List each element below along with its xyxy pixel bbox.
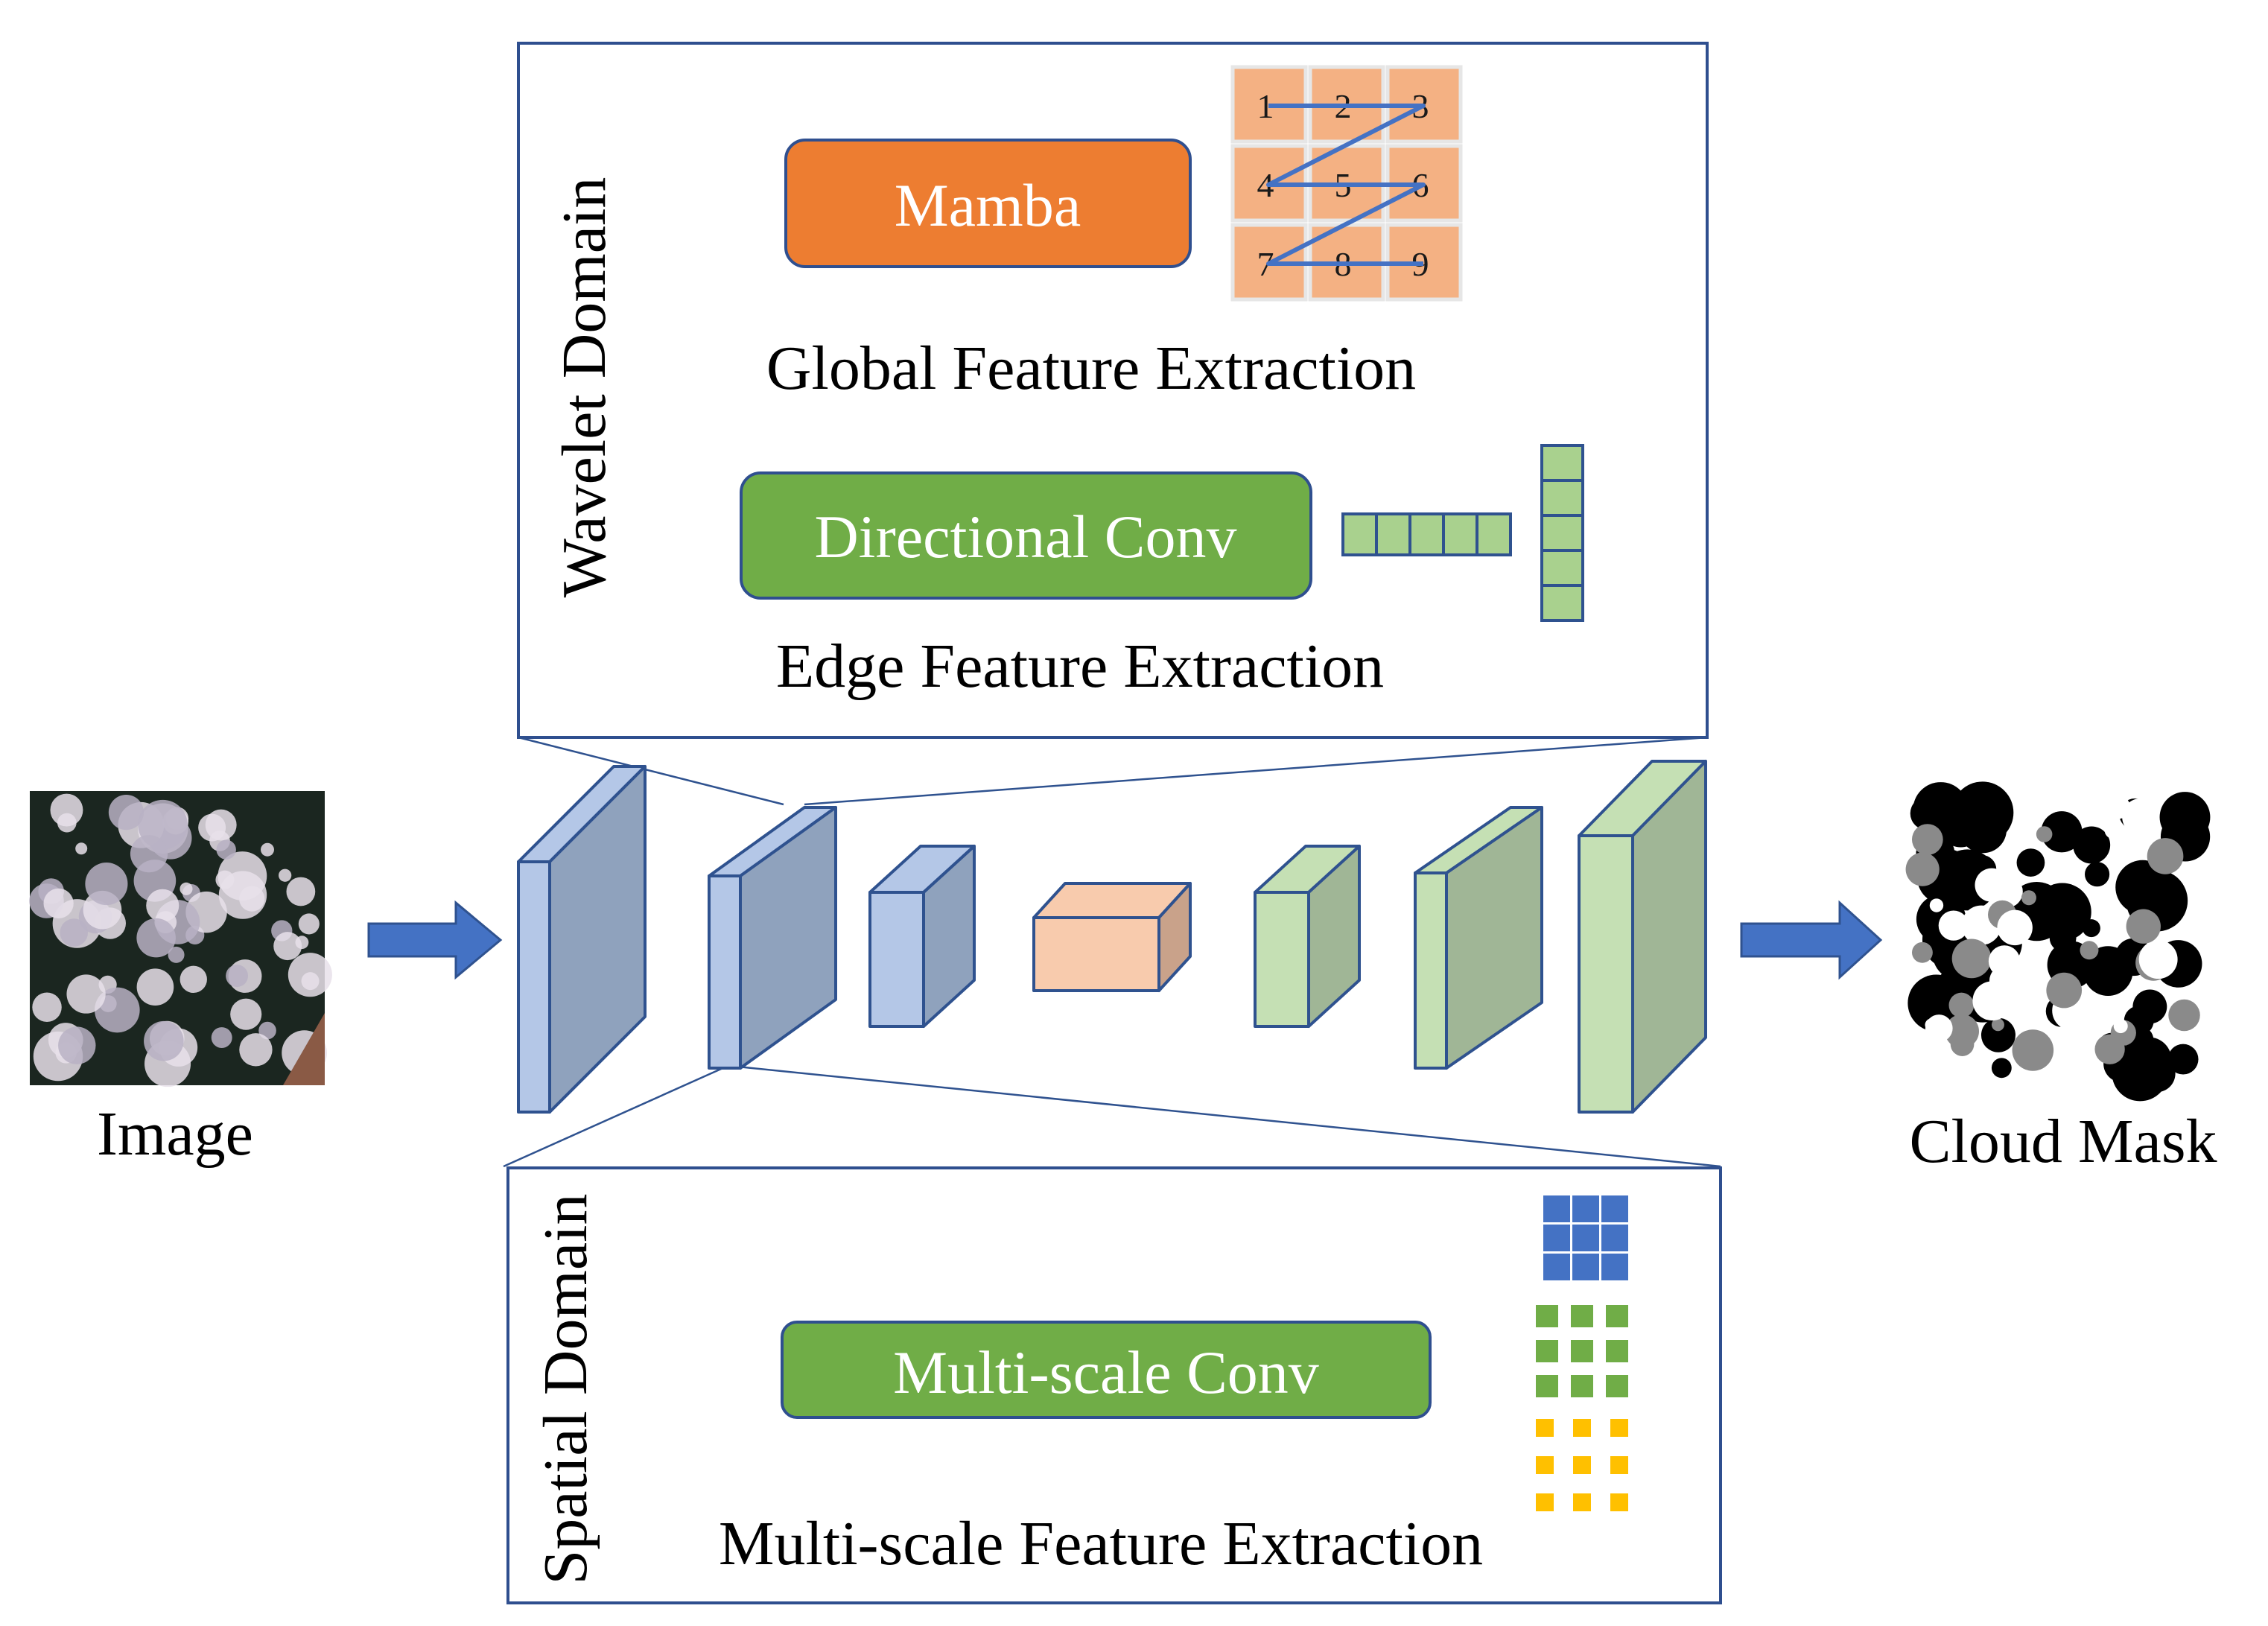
- scan-number: 4: [1257, 166, 1274, 204]
- kernel-cell: [1540, 444, 1584, 482]
- edge-feature-caption: Edge Feature Extraction: [776, 632, 1384, 701]
- kernel-dilated-cell: [1606, 1305, 1628, 1327]
- multiscale-kernels: [1536, 1195, 1628, 1511]
- kernel-dense-cell: [1543, 1254, 1570, 1280]
- kernel-dilated-cell: [1536, 1375, 1558, 1397]
- kernel-dilated-cell: [1536, 1340, 1558, 1362]
- kernel-cell: [1476, 512, 1512, 556]
- mamba-block: [784, 139, 1192, 268]
- kernel-dilated-cell: [1573, 1456, 1591, 1474]
- kernel-dilated-cell: [1606, 1375, 1628, 1397]
- kernel-cell: [1341, 512, 1378, 556]
- multiscale-conv-label: Multi-scale Conv: [893, 1338, 1319, 1406]
- kernel-dilated-cell: [1536, 1456, 1554, 1474]
- feature-block: [708, 806, 837, 1070]
- cloud-mask-image: [1903, 781, 2211, 1102]
- feature-block: [1414, 806, 1543, 1070]
- feature-block: [517, 765, 647, 1114]
- kernel-dilated-cell: [1573, 1493, 1591, 1511]
- kernel-dilated-cell: [1573, 1419, 1591, 1437]
- block-front: [708, 874, 742, 1070]
- block-front: [517, 860, 551, 1114]
- vertical-kernel: [1540, 444, 1584, 622]
- global-feature-caption: Global Feature Extraction: [766, 334, 1416, 403]
- kernel-dense-cell: [1543, 1195, 1570, 1222]
- kernel-cell: [1375, 512, 1411, 556]
- feature-block: [1032, 882, 1192, 992]
- kernel-dilated-cell: [1571, 1375, 1593, 1397]
- kernel-dilated-cell: [1536, 1305, 1558, 1327]
- encoder-decoder: [517, 760, 1707, 1114]
- block-front: [1254, 891, 1310, 1028]
- output-arrow: [1740, 900, 1883, 980]
- kernel-cell: [1408, 512, 1445, 556]
- block-front: [868, 891, 925, 1028]
- kernel-cell: [1540, 514, 1584, 552]
- block-front: [1032, 916, 1160, 992]
- output-label: Cloud Mask: [1909, 1107, 2217, 1176]
- directional-conv-block: [740, 471, 1312, 600]
- feature-block: [1578, 760, 1707, 1114]
- kernel-cell: [1540, 549, 1584, 587]
- feature-block: [1254, 845, 1361, 1028]
- block-front: [1578, 834, 1634, 1114]
- scan-path: [1266, 104, 1426, 266]
- kernel-dense-cell: [1601, 1195, 1628, 1222]
- kernel-dense-cell: [1572, 1254, 1599, 1280]
- kernel-dense-cell: [1543, 1225, 1570, 1251]
- scan-number: 7: [1257, 245, 1274, 283]
- kernel-cell: [1540, 584, 1584, 622]
- multiscale-feature-caption: Multi-scale Feature Extraction: [719, 1509, 1483, 1578]
- scan-number: 1: [1257, 87, 1274, 125]
- kernel-dilated-cell: [1610, 1493, 1628, 1511]
- multiscale-conv-block: [781, 1321, 1432, 1419]
- kernel-dilated-cell: [1571, 1340, 1593, 1362]
- kernel-dense-cell: [1601, 1225, 1628, 1251]
- directional-conv-label: Directional Conv: [814, 503, 1236, 571]
- input-label: Image: [97, 1099, 253, 1169]
- kernel-cell: [1442, 512, 1478, 556]
- mamba-label: Mamba: [895, 171, 1081, 239]
- spatial-domain-title: Spatial Domain: [531, 1194, 600, 1585]
- zoom-lines: [503, 736, 1721, 1168]
- kernel-dilated-cell: [1606, 1340, 1628, 1362]
- kernel-dilated-cell: [1571, 1305, 1593, 1327]
- kernel-dense-cell: [1572, 1195, 1599, 1222]
- kernel-dilated-cell: [1536, 1493, 1554, 1511]
- horizontal-kernel: [1341, 512, 1512, 556]
- kernel-cell: [1540, 479, 1584, 517]
- kernel-dilated-cell: [1610, 1456, 1628, 1474]
- input-image: [29, 791, 332, 1087]
- kernel-dense-cell: [1572, 1225, 1599, 1251]
- feature-block: [868, 845, 976, 1028]
- kernel-dense-cell: [1601, 1254, 1628, 1280]
- input-arrow: [367, 900, 503, 980]
- kernel-dilated-cell: [1610, 1419, 1628, 1437]
- block-front: [1414, 871, 1448, 1070]
- kernel-dilated-cell: [1536, 1419, 1554, 1437]
- wavelet-domain-title: Wavelet Domain: [550, 177, 619, 598]
